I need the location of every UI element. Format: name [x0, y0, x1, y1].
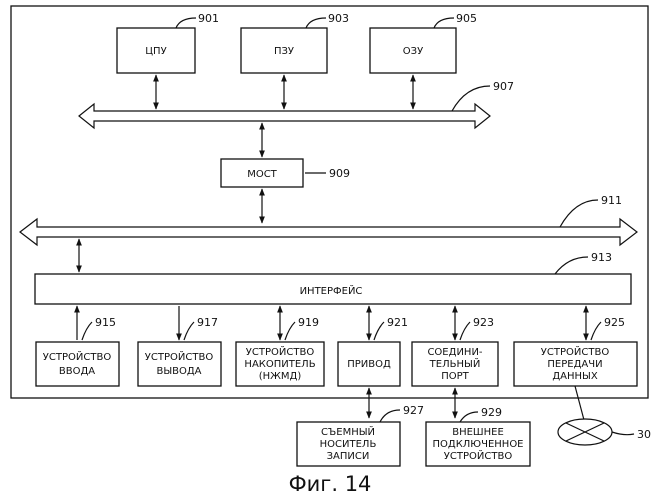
- connection-port-block: СОЕДИНИ- ТЕЛЬНЫЙ ПОРТ: [412, 342, 498, 386]
- removable-line-2: НОСИТЕЛЬ: [320, 439, 377, 450]
- removable-line-3: ЗАПИСИ: [327, 451, 370, 462]
- rom-ref: 903: [328, 12, 349, 25]
- drive-block: ПРИВОД: [338, 342, 400, 386]
- comm-line-1: УСТРОЙСТВО: [541, 345, 610, 358]
- comm-line-2: ПЕРЕДАЧИ: [547, 359, 602, 370]
- external-bus: [20, 219, 637, 245]
- bridge-block: МОСТ: [221, 159, 303, 187]
- drive-ref: 921: [387, 316, 408, 329]
- removable-line-1: СЪЕМНЫЙ: [321, 425, 375, 438]
- storage-line-1: УСТРОЙСТВО: [246, 345, 315, 358]
- input-line-2: ВВОДА: [59, 366, 95, 377]
- storage-line-2: НАКОПИТЕЛЬ: [244, 359, 315, 370]
- rom-label: ПЗУ: [274, 46, 294, 57]
- external-line-1: ВНЕШНЕЕ: [452, 427, 504, 438]
- ram-ref: 905: [456, 12, 477, 25]
- port-ref: 923: [473, 316, 494, 329]
- external-device-block: ВНЕШНЕЕ ПОДКЛЮЧЕННОЕ УСТРОЙСТВО: [426, 422, 530, 466]
- cpu-ref: 901: [198, 12, 219, 25]
- rom-block: ПЗУ: [241, 28, 327, 73]
- storage-line-3: (НЖМД): [259, 371, 302, 382]
- figure-caption: Фиг. 14: [289, 472, 372, 496]
- cpu-label: ЦПУ: [145, 46, 166, 57]
- removable-media-block: СЪЕМНЫЙ НОСИТЕЛЬ ЗАПИСИ: [297, 422, 400, 466]
- network-symbol: [558, 419, 612, 445]
- input-ref: 915: [95, 316, 116, 329]
- interface-ref: 913: [591, 251, 612, 264]
- external-line-3: УСТРОЙСТВО: [444, 449, 513, 462]
- external-line-2: ПОДКЛЮЧЕННОЕ: [432, 439, 523, 450]
- port-line-3: ПОРТ: [441, 371, 469, 382]
- external-bus-ref: 911: [601, 194, 622, 207]
- interface-block: ИНТЕРФЕЙС: [35, 274, 631, 304]
- interface-label: ИНТЕРФЕЙС: [300, 284, 363, 297]
- external-ref: 929: [481, 406, 502, 419]
- bridge-ref: 909: [329, 167, 350, 180]
- port-line-1: СОЕДИНИ-: [427, 347, 482, 358]
- comm-line-3: ДАННЫХ: [552, 371, 598, 382]
- output-line-1: УСТРОЙСТВО: [145, 350, 214, 363]
- cpu-block: ЦПУ: [117, 28, 195, 73]
- storage-device-block: УСТРОЙСТВО НАКОПИТЕЛЬ (НЖМД): [236, 342, 324, 386]
- comm-ref: 925: [604, 316, 625, 329]
- output-ref: 917: [197, 316, 218, 329]
- ram-label: ОЗУ: [403, 46, 423, 57]
- output-device-block: УСТРОЙСТВО ВЫВОДА: [138, 342, 221, 386]
- port-line-2: ТЕЛЬНЫЙ: [429, 357, 481, 370]
- network-ref: 30: [637, 428, 651, 441]
- communication-device-block: УСТРОЙСТВО ПЕРЕДАЧИ ДАННЫХ: [514, 342, 637, 386]
- input-line-1: УСТРОЙСТВО: [43, 350, 112, 363]
- input-device-block: УСТРОЙСТВО ВВОДА: [36, 342, 119, 386]
- system-enclosure: [11, 6, 648, 398]
- output-line-2: ВЫВОДА: [156, 366, 201, 377]
- ram-block: ОЗУ: [370, 28, 456, 73]
- storage-ref: 919: [298, 316, 319, 329]
- bridge-label: МОСТ: [247, 169, 277, 180]
- drive-label: ПРИВОД: [347, 359, 391, 370]
- host-bus-ref: 907: [493, 80, 514, 93]
- removable-ref: 927: [403, 404, 424, 417]
